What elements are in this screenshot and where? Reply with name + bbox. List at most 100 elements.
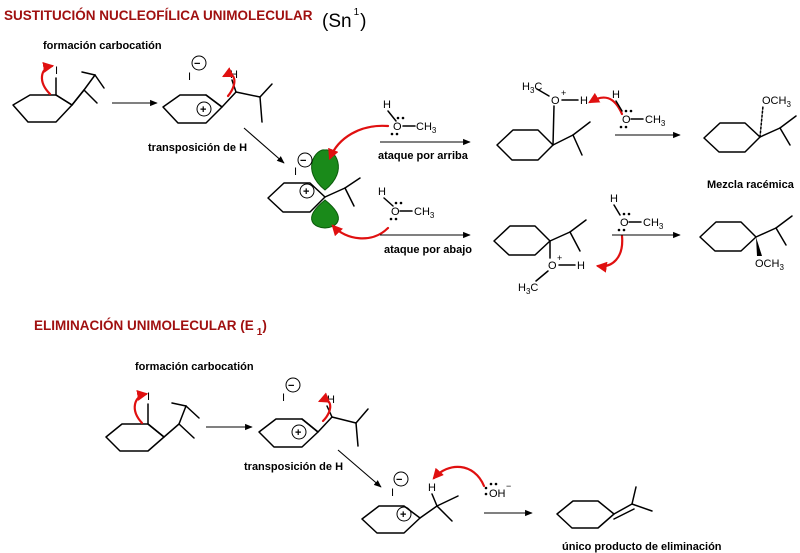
e1-title-sub: 1 bbox=[257, 327, 263, 338]
iodide-minus-2 bbox=[297, 152, 313, 168]
methanol-base-bottom-ch3-sub: 3 bbox=[659, 222, 664, 231]
e1-hydrogen-2: H bbox=[428, 482, 436, 494]
oxonium-top-h: H bbox=[580, 95, 588, 107]
oxonium-bottom-h3c: H3C bbox=[518, 282, 538, 296]
methanol-base-bottom-o: O bbox=[620, 217, 629, 229]
oxonium-bottom-o: O bbox=[548, 260, 557, 272]
methanol-base-top-ch3-sub: 3 bbox=[661, 119, 666, 128]
oxonium-bottom-h3c-c: C bbox=[530, 282, 538, 294]
methanol-top-ch3-text: CH bbox=[416, 121, 432, 133]
methanol-top-o: O bbox=[393, 121, 402, 133]
e1-iodide-minus-1 bbox=[285, 377, 301, 393]
sn1-leaving-arrow bbox=[40, 62, 55, 96]
e1-leaving-arrow bbox=[133, 390, 149, 425]
sn1-reactant-molecule: I bbox=[12, 62, 105, 123]
methanol-bottom: H O CH3 bbox=[378, 186, 435, 221]
attack-top-label: ataque por arriba bbox=[378, 150, 469, 162]
ether-bottom-och3-text: OCH bbox=[755, 258, 780, 270]
ether-product-top: OCH3 bbox=[703, 95, 797, 153]
ether-top-och3-text: OCH bbox=[762, 95, 787, 107]
oxonium-bottom-h3c-h: H bbox=[518, 282, 526, 294]
e1-hydride-shift-arrow bbox=[317, 392, 332, 423]
ether-bottom-och3-sub: 3 bbox=[779, 263, 784, 272]
sn1-planar-carbocation: + I − bbox=[267, 124, 390, 240]
carbocation-plus-2 bbox=[299, 183, 315, 199]
methanol-base-bottom-ch3: CH3 bbox=[643, 217, 664, 231]
e1-carbocation-plus-1-sign: + bbox=[295, 427, 301, 439]
deprotonation-top-arrow bbox=[588, 92, 624, 116]
oxonium-top-h3c-h: H bbox=[522, 81, 530, 93]
p-orbital-bottom bbox=[311, 199, 339, 229]
carbocation-plus-1 bbox=[196, 101, 212, 117]
hydroxide-text: OH bbox=[489, 488, 506, 500]
methanol-bottom-o: O bbox=[391, 206, 400, 218]
methanol-base-top-o: O bbox=[622, 114, 631, 126]
methanol-base-bottom: H O CH3 bbox=[610, 193, 664, 232]
sn1-step1-label: formación carbocatión bbox=[43, 40, 162, 52]
ether-product-top-och3: OCH3 bbox=[762, 95, 791, 109]
methanol-bottom-ch3-text: CH bbox=[414, 206, 430, 218]
sn1-carbocation-1: + H I − bbox=[162, 55, 273, 124]
attack-bottom-label: ataque por abajo bbox=[384, 244, 472, 256]
e1-step2-label: transposición de H bbox=[244, 461, 343, 473]
e1-title-text: ELIMINACIÓN UNIMOLECULAR (E bbox=[34, 318, 254, 333]
methanol-bottom-h: H bbox=[378, 186, 386, 198]
e1-hydrogen-1: H bbox=[327, 394, 335, 406]
methanol-top-ch3: CH3 bbox=[416, 121, 437, 135]
methanol-bottom-ch3-sub: 3 bbox=[430, 211, 435, 220]
e1-carbocation-plus-2-sign: + bbox=[400, 509, 406, 521]
e1-title-close: ) bbox=[262, 318, 267, 333]
e1-product-label: único producto de eliminación bbox=[562, 541, 722, 553]
ether-product-bottom: OCH3 bbox=[699, 215, 793, 272]
carbocation-plus-1-sign: + bbox=[200, 104, 206, 116]
attack-bottom-arrow bbox=[331, 224, 390, 240]
attack-top-arrow bbox=[328, 124, 390, 161]
oxonium-bottom: O + H H3C bbox=[493, 219, 624, 296]
racemic-mixture-label: Mezcla racémica bbox=[707, 179, 795, 191]
methanol-base-bottom-ch3-text: CH bbox=[643, 217, 659, 229]
sn1-iodide-1: I bbox=[188, 71, 191, 83]
oxonium-top-o: O bbox=[551, 95, 560, 107]
oxonium-top-h3c-c: C bbox=[534, 81, 542, 93]
oxonium-top-h3c-sub: 3 bbox=[530, 86, 535, 95]
e1-iodide-minus-2 bbox=[393, 471, 409, 487]
e1-iodide-minus-1-sign: − bbox=[288, 380, 294, 392]
sn1-arrow-2 bbox=[243, 127, 285, 164]
e1-reactant-molecule: I bbox=[105, 390, 200, 452]
methanol-base-top-ch3-text: CH bbox=[645, 114, 661, 126]
e1-carbocation-plus-1 bbox=[291, 424, 307, 440]
oxonium-top-plus: + bbox=[561, 88, 566, 98]
e1-iodide-1: I bbox=[282, 392, 285, 404]
e1-step1-label: formación carbocatión bbox=[135, 361, 254, 373]
oxonium-top: O + H H3C bbox=[496, 81, 624, 161]
iodide-minus-1 bbox=[191, 55, 207, 71]
oxonium-bottom-h: H bbox=[577, 260, 585, 272]
sn1-title: SUSTITUCIÓN NUCLEOFÍLICA UNIMOLECULAR bbox=[4, 8, 313, 23]
methanol-base-top: H O CH3 bbox=[612, 89, 666, 129]
methanol-top-h: H bbox=[383, 99, 391, 111]
sn1-iodide-2: I bbox=[294, 166, 297, 178]
e1-deprotonation-arrow bbox=[432, 465, 486, 488]
deprotonation-bottom-arrow bbox=[595, 234, 624, 273]
ether-top-och3-sub: 3 bbox=[786, 100, 791, 109]
methanol-base-top-h: H bbox=[612, 89, 620, 101]
e1-reactant-iodine: I bbox=[147, 391, 150, 403]
sn1-hydride-shift-arrow bbox=[222, 67, 236, 98]
sn1-symbol-text: (Sn bbox=[322, 11, 352, 32]
methanol-bottom-ch3: CH3 bbox=[414, 206, 435, 220]
e1-arrow-2 bbox=[337, 449, 382, 488]
methanol-top: H O CH3 bbox=[383, 99, 437, 136]
sn1-symbol-sup: 1 bbox=[354, 7, 360, 18]
e1-carbocation-plus-2 bbox=[396, 506, 412, 522]
carbocation-plus-2-sign: + bbox=[303, 186, 309, 198]
sn1-step2-label: transposición de H bbox=[148, 142, 247, 154]
methanol-top-ch3-sub: 3 bbox=[432, 126, 437, 135]
ether-product-bottom-och3: OCH3 bbox=[755, 258, 784, 272]
oxonium-top-h3c: H3C bbox=[522, 81, 542, 95]
sn1-reactant-iodine: I bbox=[55, 65, 58, 77]
iodide-minus-2-sign: − bbox=[300, 155, 306, 167]
oxonium-bottom-h3c-sub: 3 bbox=[526, 287, 531, 296]
p-orbital-top bbox=[311, 149, 339, 191]
hydroxide-base: OH − bbox=[484, 481, 511, 500]
